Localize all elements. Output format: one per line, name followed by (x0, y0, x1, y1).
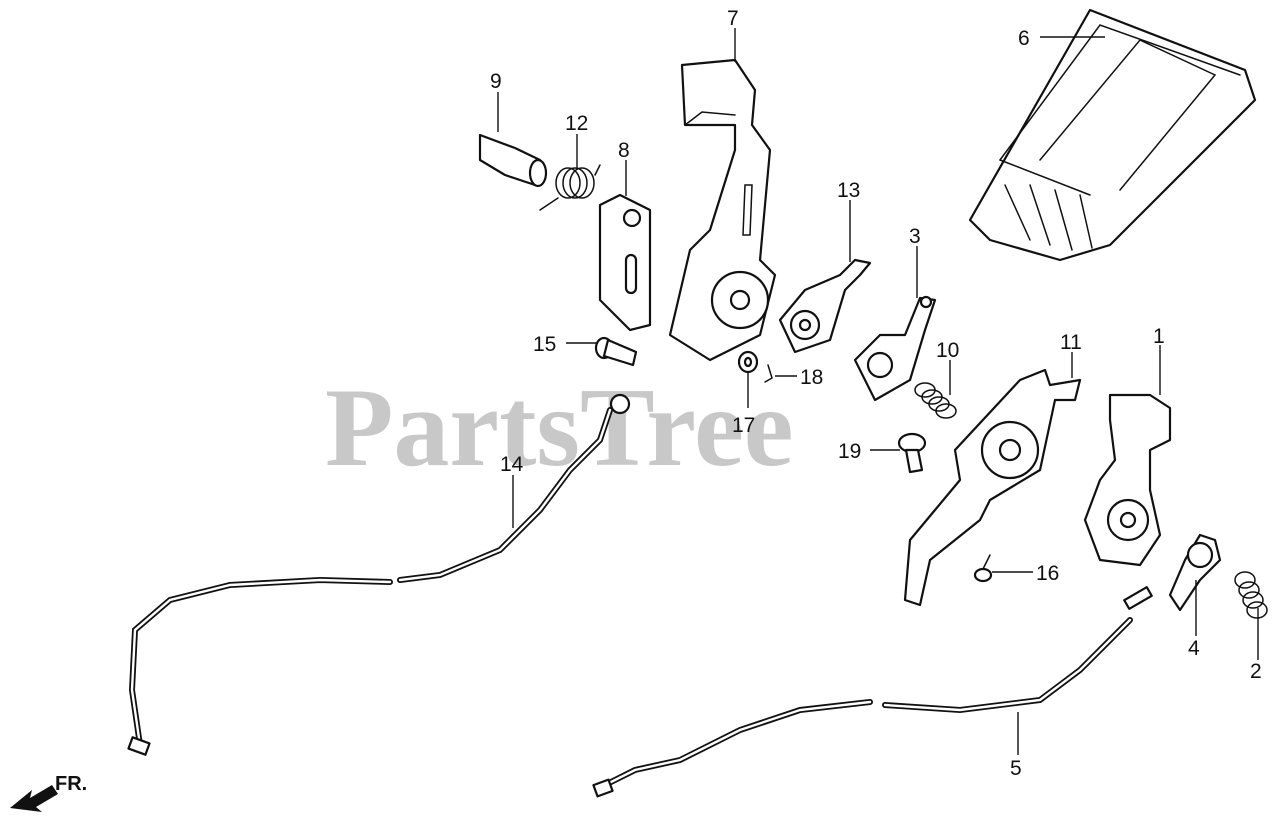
part-3-arm[interactable] (853, 295, 937, 402)
callout-14: 14 (500, 453, 524, 476)
part-17-washer[interactable] (737, 350, 759, 374)
callout-5: 5 (1010, 757, 1022, 780)
part-8-bracket[interactable] (598, 193, 652, 332)
part-5-cable[interactable] (592, 586, 1153, 798)
callout-13: 13 (837, 179, 860, 202)
callouts: 1 2 3 4 5 6 7 8 9 10 11 12 13 14 15 16 1 (490, 7, 1262, 780)
part-2-spring[interactable] (1234, 571, 1268, 619)
callout-17: 17 (732, 414, 755, 437)
callout-3: 3 (909, 225, 921, 248)
callout-1: 1 (1153, 325, 1165, 348)
part-13-plate[interactable] (778, 258, 872, 354)
direction-indicator: FR. (10, 773, 87, 812)
callout-9: 9 (490, 70, 502, 93)
part-11-bracket[interactable] (903, 368, 1082, 607)
callout-7: 7 (727, 7, 739, 30)
part-9-pin[interactable] (478, 133, 548, 188)
callout-6: 6 (1018, 27, 1030, 50)
part-14-cable[interactable] (127, 393, 631, 756)
part-6-cover[interactable] (968, 8, 1257, 262)
direction-label: FR. (55, 773, 87, 795)
callout-16: 16 (1036, 562, 1059, 585)
part-7-lever[interactable] (668, 58, 777, 362)
callout-8: 8 (618, 139, 630, 162)
callout-15: 15 (533, 333, 556, 356)
part-15-bolt[interactable] (594, 336, 638, 367)
callout-10: 10 (936, 339, 959, 362)
part-12-spring[interactable] (539, 164, 601, 211)
part-4-arm[interactable] (1168, 533, 1222, 612)
part-19-bolt[interactable] (897, 432, 927, 474)
part-10-spring[interactable] (914, 382, 957, 419)
callout-11: 11 (1060, 331, 1082, 354)
watermark-text: PartsTree (325, 366, 794, 490)
callout-4: 4 (1188, 637, 1200, 660)
front-arrow-icon (10, 785, 58, 812)
callout-2: 2 (1250, 660, 1262, 683)
callout-18: 18 (800, 366, 823, 389)
part-18-clip[interactable] (764, 364, 773, 383)
part-1-lever[interactable] (1083, 393, 1172, 567)
callout-12: 12 (565, 112, 588, 135)
callout-19: 19 (838, 440, 861, 463)
part-16-screw[interactable] (973, 554, 993, 583)
